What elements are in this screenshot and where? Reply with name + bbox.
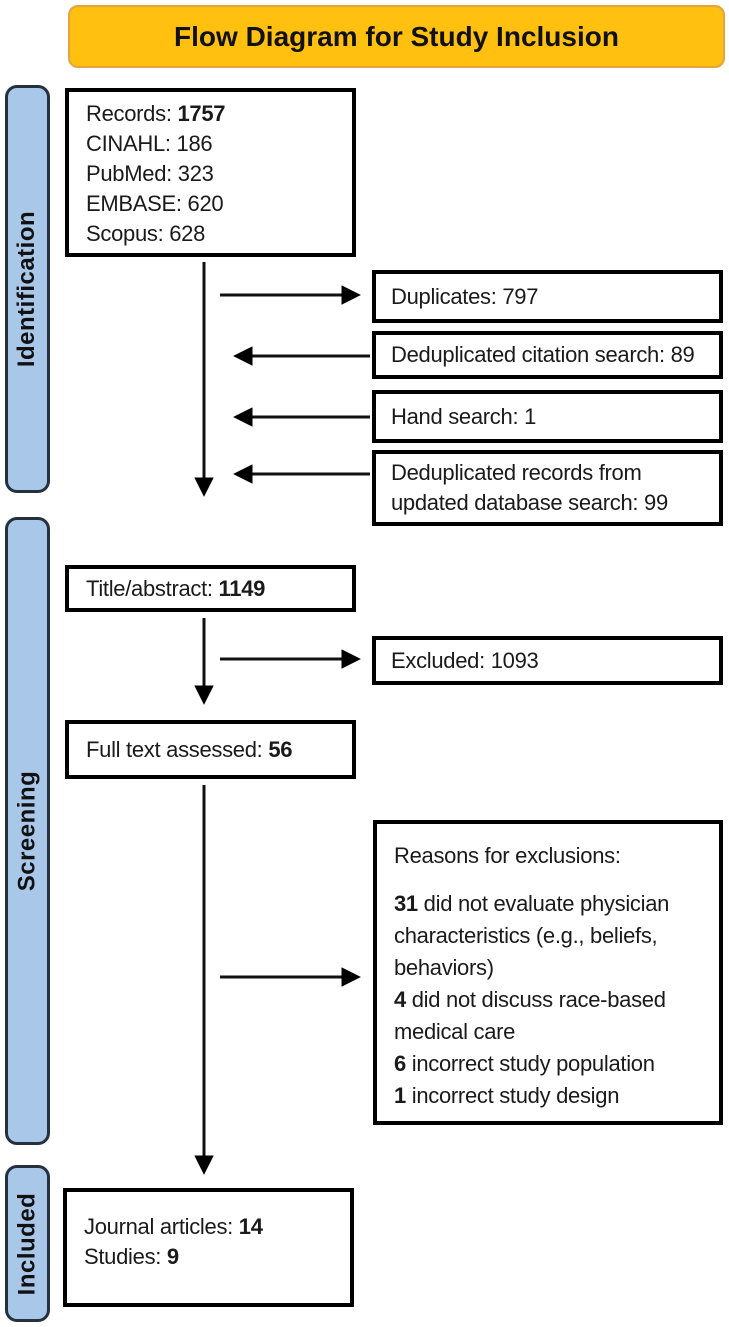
records-scopus: Scopus: 628: [86, 221, 206, 246]
box-included-studies: Journal articles: 14 Studies: 9: [63, 1188, 354, 1307]
stage-identification: Identification: [5, 85, 50, 493]
full-text-text: Full text assessed: 56: [86, 736, 293, 762]
box-full-text: Full text assessed: 56: [65, 720, 356, 779]
hand-search-text: Hand search: 1: [391, 403, 536, 429]
diagram-title: Flow Diagram for Study Inclusion: [174, 20, 619, 52]
box-exclusion-reasons: Reasons for exclusions: 31 did not evalu…: [373, 820, 723, 1125]
box-records: Records: 1757 CINAHL: 186 PubMed: 323 EM…: [65, 88, 356, 257]
stage-included: Included: [5, 1165, 50, 1322]
citation-search-text: Deduplicated citation search: 89: [391, 342, 695, 367]
reason-item: 4 did not discuss race-based medical car…: [394, 987, 666, 1044]
records-pubmed: PubMed: 323: [86, 161, 214, 186]
reason-item: 31 did not evaluate physician characteri…: [394, 891, 670, 980]
stage-screening: Screening: [5, 517, 50, 1145]
excluded-text: Excluded: 1093: [391, 647, 539, 673]
records-embase: EMBASE: 620: [86, 191, 224, 216]
box-updated-search: Deduplicated records from updated databa…: [372, 450, 723, 526]
box-excluded: Excluded: 1093: [372, 636, 723, 685]
box-duplicates: Duplicates: 797: [372, 270, 723, 323]
records-total: Records: 1757: [86, 101, 226, 126]
reason-item: 6 incorrect study population: [394, 1051, 655, 1076]
duplicates-text: Duplicates: 797: [391, 283, 539, 309]
included-journal-articles: Journal articles: 14: [84, 1214, 263, 1239]
included-studies: Studies: 9: [84, 1244, 179, 1269]
box-citation-search: Deduplicated citation search: 89: [372, 331, 723, 379]
diagram-title-banner: Flow Diagram for Study Inclusion: [68, 5, 725, 68]
updated-search-text: Deduplicated records from updated databa…: [391, 460, 668, 515]
reasons-heading: Reasons for exclusions:: [394, 843, 621, 868]
reason-item: 1 incorrect study design: [394, 1083, 620, 1108]
box-title-abstract: Title/abstract: 1149: [65, 565, 356, 612]
box-hand-search: Hand search: 1: [372, 390, 723, 443]
title-abstract-text: Title/abstract: 1149: [86, 575, 266, 601]
records-cinahl: CINAHL: 186: [86, 131, 213, 156]
